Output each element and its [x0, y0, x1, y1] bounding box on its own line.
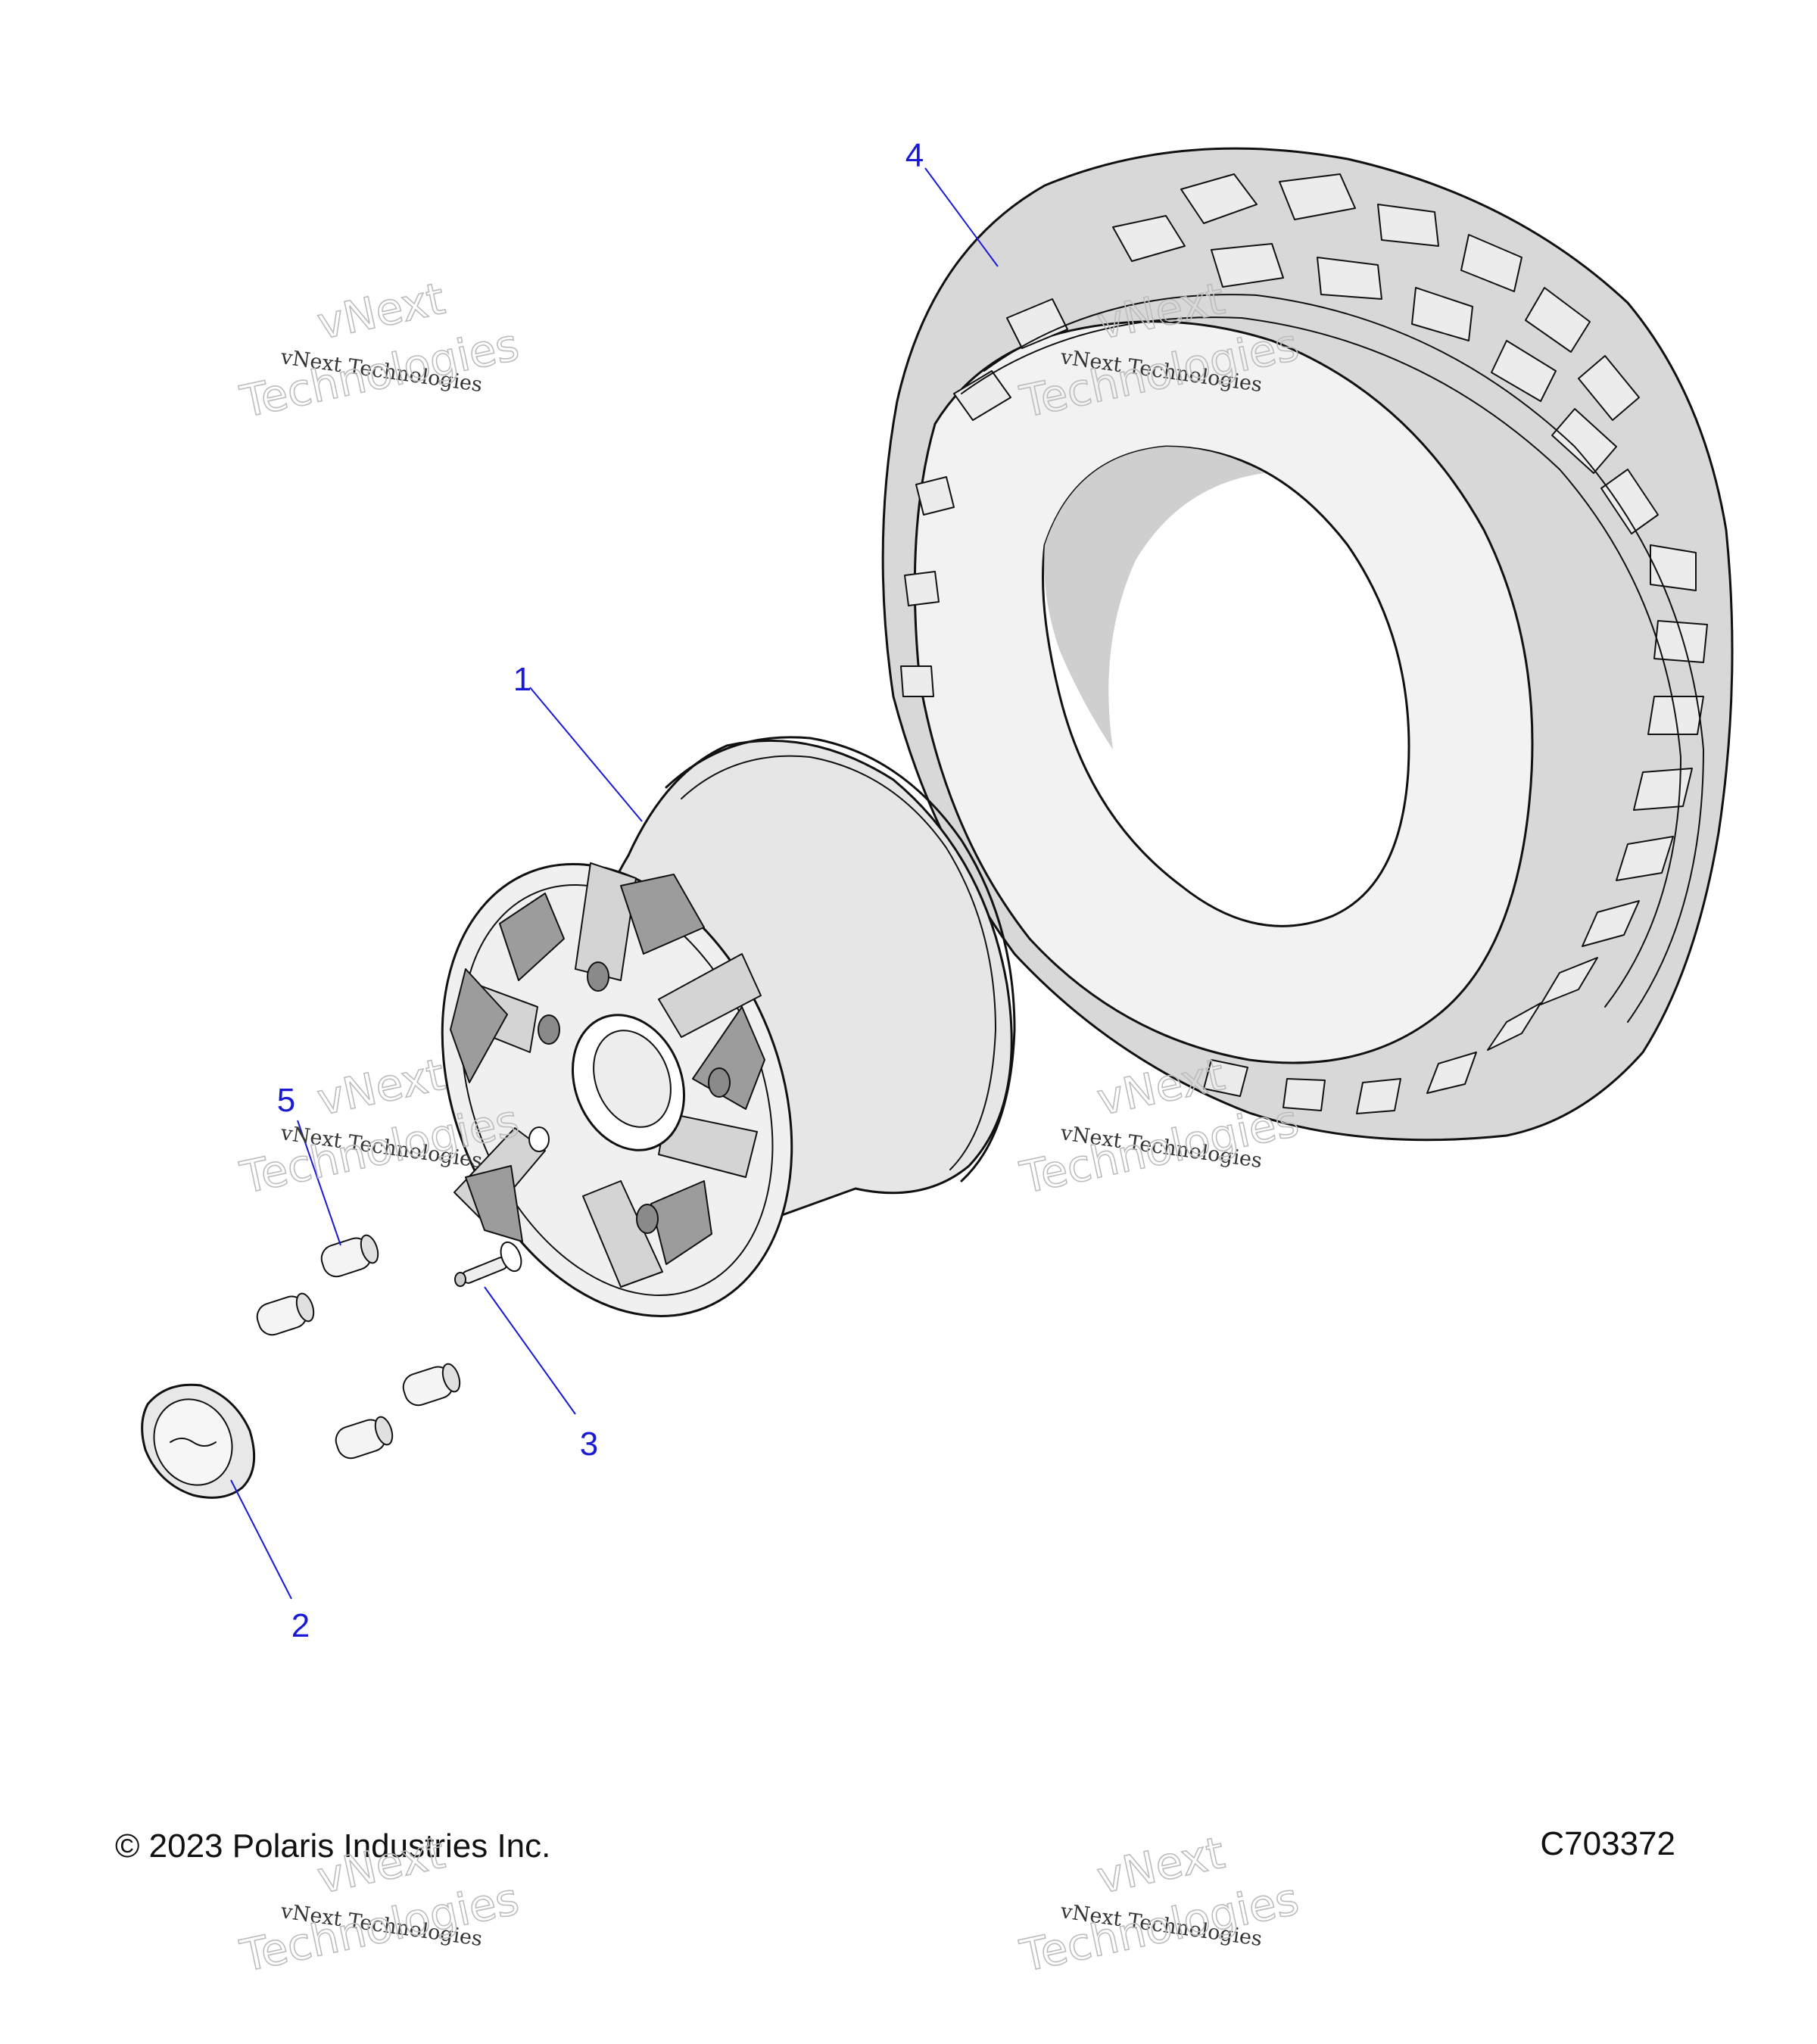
watermark: vNext Technologies vNext Technologies — [235, 1048, 524, 1204]
rim-back-flange-inner — [681, 755, 996, 1170]
lug-nut — [256, 1292, 315, 1336]
watermark: vNext Technologies vNext Technologies — [1015, 1826, 1304, 1983]
tire-tread-lugs — [900, 173, 1708, 1114]
wheel-rim-illustration — [441, 736, 1016, 1317]
valve-stem-illustration — [454, 1241, 522, 1287]
drawing-number: C703372 — [1540, 1825, 1675, 1862]
tire-tread-bands — [961, 294, 1704, 1023]
callout-1: 1 — [513, 661, 643, 822]
tire-inner-shading — [1044, 447, 1264, 749]
callout-5-label: 5 — [277, 1082, 295, 1119]
lug-nut — [402, 1363, 461, 1407]
callout-2: 2 — [230, 1479, 310, 1644]
callout-2-label: 2 — [291, 1607, 310, 1644]
lug-nuts-illustration — [256, 1234, 461, 1460]
rim-back-flange — [665, 736, 1016, 1182]
hub-cap-illustration — [141, 1383, 256, 1499]
tire-illustration — [881, 147, 1734, 1142]
callout-4: 4 — [905, 137, 999, 267]
callout-3: 3 — [484, 1286, 598, 1463]
callout-1-label: 1 — [513, 661, 531, 698]
rim-lug-holes — [538, 961, 731, 1234]
lug-nut — [335, 1416, 394, 1460]
callout-5: 5 — [277, 1082, 341, 1246]
lug-nut — [320, 1234, 379, 1278]
copyright-text: © 2023 Polaris Industries Inc. — [115, 1827, 550, 1865]
rim-valve-hole — [528, 1126, 550, 1152]
callout-3-label: 3 — [580, 1426, 598, 1463]
rim-center-bore — [593, 1030, 672, 1128]
watermark: vNext Technologies vNext Technologies — [235, 272, 524, 428]
tire-bead-opening — [1042, 445, 1410, 927]
callout-4-label: 4 — [905, 137, 924, 174]
